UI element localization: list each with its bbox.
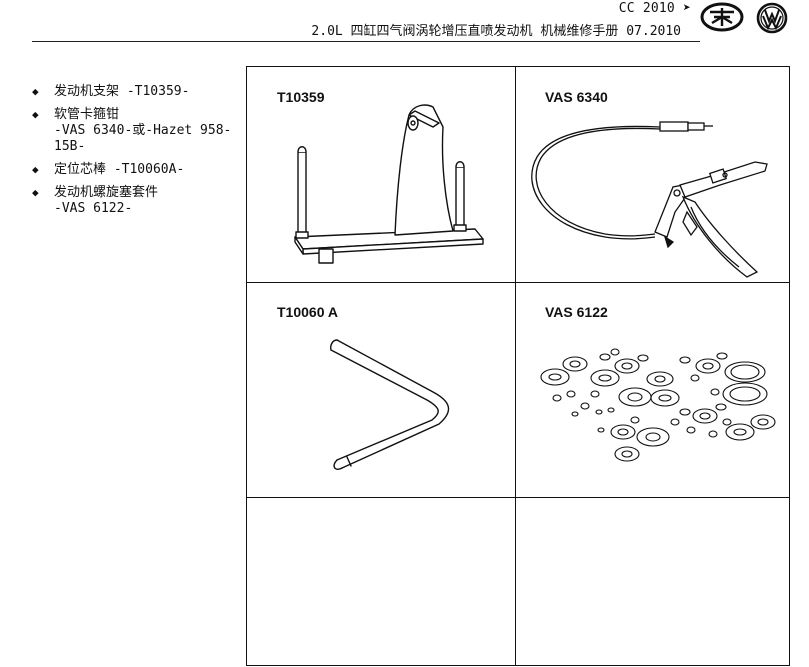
grid-divider — [247, 497, 789, 498]
header-rule — [32, 41, 700, 42]
grid-divider — [515, 67, 516, 665]
tool-cell: T10359 — [247, 67, 515, 282]
plug-set-icon — [540, 348, 776, 462]
engine-support-icon — [294, 104, 484, 264]
bullet-diamond-icon: ◆ — [32, 108, 39, 121]
tool-label: T10060 A — [277, 304, 338, 320]
volkswagen-logo-icon — [756, 2, 788, 34]
list-item: ◆ 定位芯棒 -T10060A- — [32, 162, 237, 178]
tool-label: VAS 6340 — [545, 89, 608, 105]
bullet-diamond-icon: ◆ — [32, 163, 39, 176]
bullet-diamond-icon: ◆ — [32, 186, 39, 199]
tool-list: ◆ 发动机支架 -T10359- ◆ 软管卡箍钳 -VAS 6340-或-Haz… — [32, 84, 237, 224]
list-item-text: -VAS 6122- — [54, 201, 133, 216]
list-item-text: 定位芯棒 -T10060A- — [54, 162, 185, 177]
tool-illustration-grid: T10359 — [246, 66, 790, 666]
list-item: ◆ 软管卡箍钳 -VAS 6340-或-Hazet 958- 15B- — [32, 107, 237, 155]
empty-cell — [247, 497, 515, 667]
hose-clamp-pliers-icon — [531, 121, 768, 278]
locating-pin-icon — [330, 339, 450, 470]
list-item-text: 软管卡箍钳 — [54, 107, 120, 122]
tool-cell: VAS 6122 — [515, 282, 791, 497]
header-title: 2.0L 四缸四气阀涡轮增压直喷发动机 机械维修手册 07.2010 — [311, 24, 681, 39]
list-item-text: 发动机支架 -T10359- — [54, 84, 190, 99]
list-item: ◆ 发动机支架 -T10359- — [32, 84, 237, 100]
tool-label: T10359 — [277, 89, 325, 105]
list-item-text: -VAS 6340-或-Hazet 958- — [54, 123, 232, 138]
grid-divider — [247, 282, 789, 283]
tool-cell: T10060 A — [247, 282, 515, 497]
list-item-text: 15B- — [54, 139, 86, 154]
tool-label: VAS 6122 — [545, 304, 608, 320]
tool-cell: VAS 6340 — [515, 67, 791, 282]
list-item: ◆ 发动机螺旋塞套件 -VAS 6122- — [32, 185, 237, 217]
empty-cell — [515, 497, 791, 667]
list-item-text: 发动机螺旋塞套件 — [54, 185, 159, 200]
header-model: CC 2010 ➤ — [618, 1, 691, 16]
faw-logo-icon — [700, 2, 744, 32]
bullet-diamond-icon: ◆ — [32, 85, 39, 98]
page-header: CC 2010 ➤ 2.0L 四缸四气阀涡轮增压直喷发动机 机械维修手册 07.… — [0, 0, 809, 44]
